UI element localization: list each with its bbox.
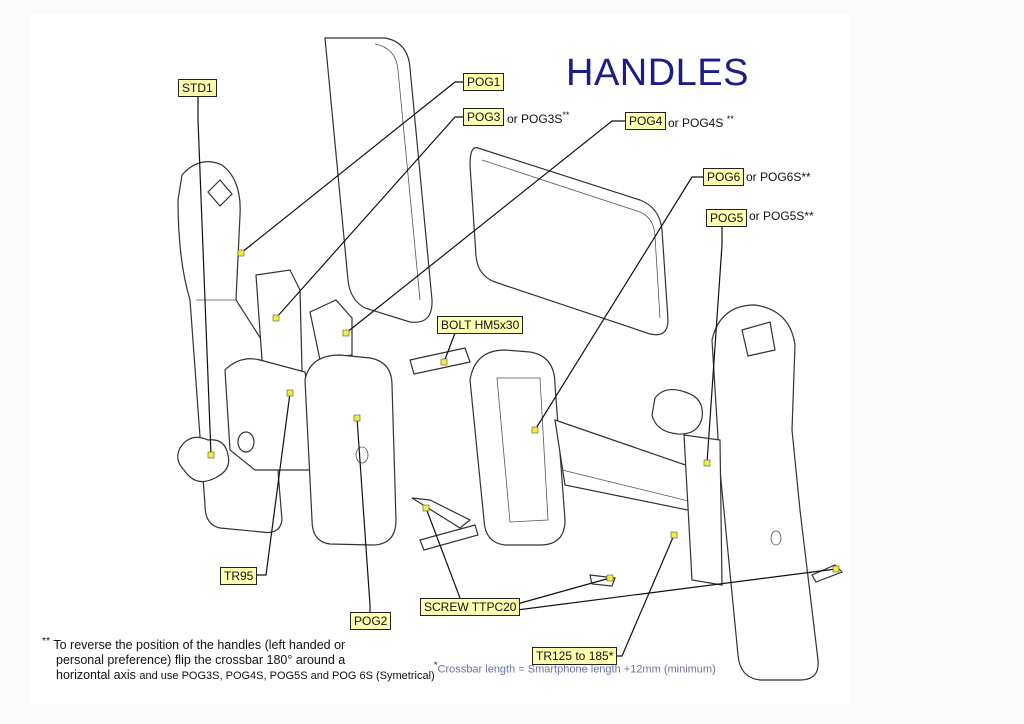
pog4-part [309, 299, 353, 361]
note-line-2: personal preference) flip the crossbar 1… [56, 653, 346, 668]
knob-right [651, 388, 703, 435]
label-pog2: POG2 [350, 612, 392, 630]
bolt-head-left [237, 431, 255, 453]
label-tr125: TR125 to 185* [532, 647, 618, 665]
diagram-title: HANDLES [566, 52, 749, 94]
label-std1: STD1 [178, 79, 217, 97]
label-pog3: POG3 [463, 108, 505, 126]
double-star: ** [801, 170, 811, 184]
phone-horizontal [469, 147, 669, 336]
knob-left [177, 436, 230, 483]
note-line-1: To reverse the position of the handles (… [53, 638, 346, 653]
star: * [434, 660, 438, 670]
reverse-note: ** To reverse the position of the handle… [42, 634, 435, 684]
label-pog3-alt: or POG3S** [507, 110, 569, 126]
pog2-part [304, 354, 397, 546]
bolt-hm5x30 [409, 347, 471, 375]
double-star: ** [562, 110, 570, 120]
double-star: ** [804, 209, 814, 223]
screw-2 [419, 524, 479, 551]
note-line-3b: and use POG3S, POG4S, POG5S and POG 6S (… [139, 670, 435, 683]
note-line-3a: horizontal axis [56, 668, 136, 683]
label-pog5: POG5 [706, 209, 748, 227]
pog3-alt-text: or POG3S [507, 112, 563, 126]
double-star: ** [726, 114, 734, 124]
callout-dots [207, 249, 840, 582]
pog5-alt-text: or POG5S [749, 209, 805, 223]
label-bolt: BOLT HM5x30 [437, 316, 524, 334]
label-pog6: POG6 [703, 168, 745, 186]
pog6-part [469, 349, 566, 546]
label-pog5-alt: or POG5S** [749, 209, 814, 223]
label-pog6-alt: or POG6S** [746, 170, 811, 184]
pog4-alt-text: or POG4S [668, 116, 724, 130]
label-pog4-alt: or POG4S ** [668, 114, 734, 130]
label-screw: SCREW TTPC20 [420, 598, 521, 616]
label-pog1: POG1 [463, 73, 505, 91]
leader-lines [197, 81, 837, 657]
phone-vertical [324, 37, 433, 323]
crossbar-note: *Crossbar length = Smartphone length +12… [434, 660, 716, 676]
label-tr95: TR95 [220, 567, 258, 585]
double-star: ** [42, 636, 51, 647]
pog6-alt-text: or POG6S [746, 170, 802, 184]
crossbar-note-text: Crossbar length = Smartphone length +12m… [437, 663, 716, 676]
right-handle [683, 304, 819, 681]
label-pog4: POG4 [625, 112, 667, 130]
screw-1 [411, 497, 472, 529]
